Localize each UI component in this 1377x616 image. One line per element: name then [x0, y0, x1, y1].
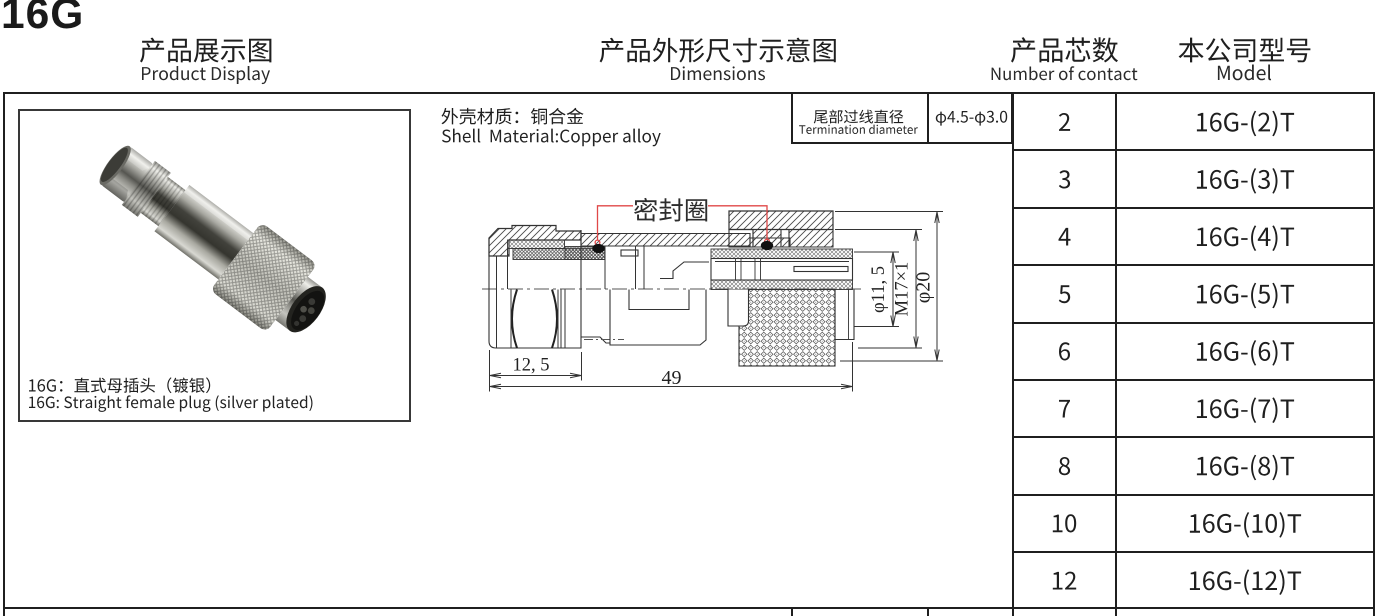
svg-text:12, 5: 12, 5 [513, 356, 550, 376]
svg-text:φ20: φ20 [913, 272, 935, 304]
svg-text:φ11, 5: φ11, 5 [869, 266, 889, 313]
svg-text:M17×1: M17×1 [893, 262, 913, 317]
svg-text:49: 49 [662, 367, 682, 389]
